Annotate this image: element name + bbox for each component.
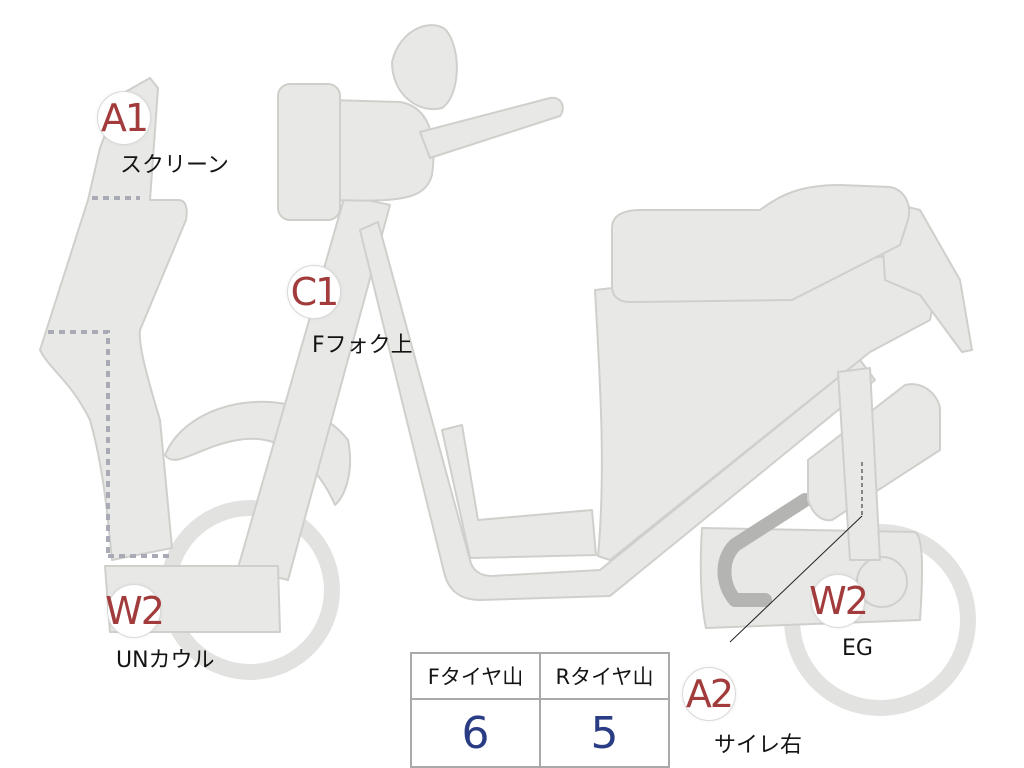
callout-marker-c1: C1 [288,266,340,318]
callout-marker-a1: A1 [98,92,150,144]
floor-step [441,424,597,559]
mirror [391,24,458,111]
callout-marker-a2: A2 [683,668,735,720]
callout-label-front-fork: Fフォク上 [312,333,413,358]
handlebar [419,96,564,159]
callout-code-a1: A1 [100,96,149,140]
header-rear-tire-tread: Rタイヤ山 [539,652,670,700]
callout-label-under-cowl: UNカウル [116,648,215,673]
header-front-tire-tread: Fタイヤ山 [410,652,541,700]
headlight-housing [329,99,435,202]
callout-code-a2: A2 [685,672,734,716]
leader-line-silencer [729,515,863,643]
callout-code-c1: C1 [290,270,340,314]
callout-marker-w2-engine: W2 [809,575,869,627]
rear-hub [856,556,908,608]
value-front-tire-tread: 6 [410,698,541,768]
headlight-lens [277,83,341,221]
seat [611,184,910,303]
callout-label-screen: スクリーン [120,153,229,178]
value-rear-tire-tread: 5 [539,698,670,768]
callout-label-engine: EG [842,636,873,661]
callout-marker-w2-under-cowl: W2 [105,585,165,637]
exhaust-pipe [717,493,812,607]
callout-code-w2-under-cowl: W2 [105,589,165,633]
callout-code-w2-engine: W2 [809,579,869,623]
tire-tread-table: Fタイヤ山 Rタイヤ山 6 5 [410,652,670,768]
callout-label-silencer: サイレ右 [714,733,803,758]
seat-cowl [594,254,941,561]
front-shield [39,77,188,561]
rear-shock [837,367,881,561]
dotted-line-shield [48,330,110,556]
